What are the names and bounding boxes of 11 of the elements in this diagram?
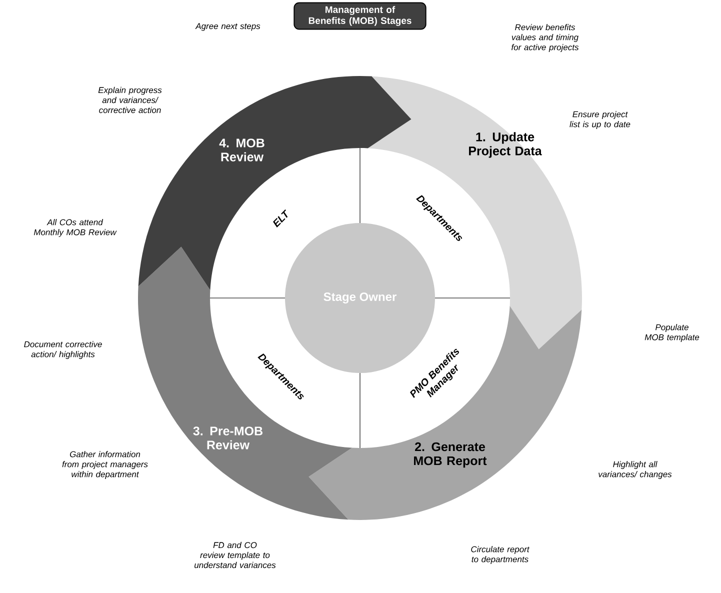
note-text: Ensure project list is up to date: [570, 111, 630, 129]
note-text: FD and CO review template to understand variances: [194, 542, 276, 568]
note-text: Highlight all variances/ changes: [598, 461, 672, 479]
note-text: Review benefits values and timing for active projects: [512, 24, 579, 52]
note-text: Circulate report to departments: [471, 546, 530, 564]
note-text: Populate MOB template: [644, 324, 700, 342]
note-text: Agree next steps: [195, 23, 260, 31]
note-text: All COs attend Monthly MOB Review: [34, 219, 117, 237]
title-box: Management of Benefits (MOB) Stages: [294, 2, 426, 30]
note-text: Document corrective action/ highlights: [24, 341, 102, 359]
note-text: Explain progress and variances/ corrective action: [98, 86, 162, 114]
